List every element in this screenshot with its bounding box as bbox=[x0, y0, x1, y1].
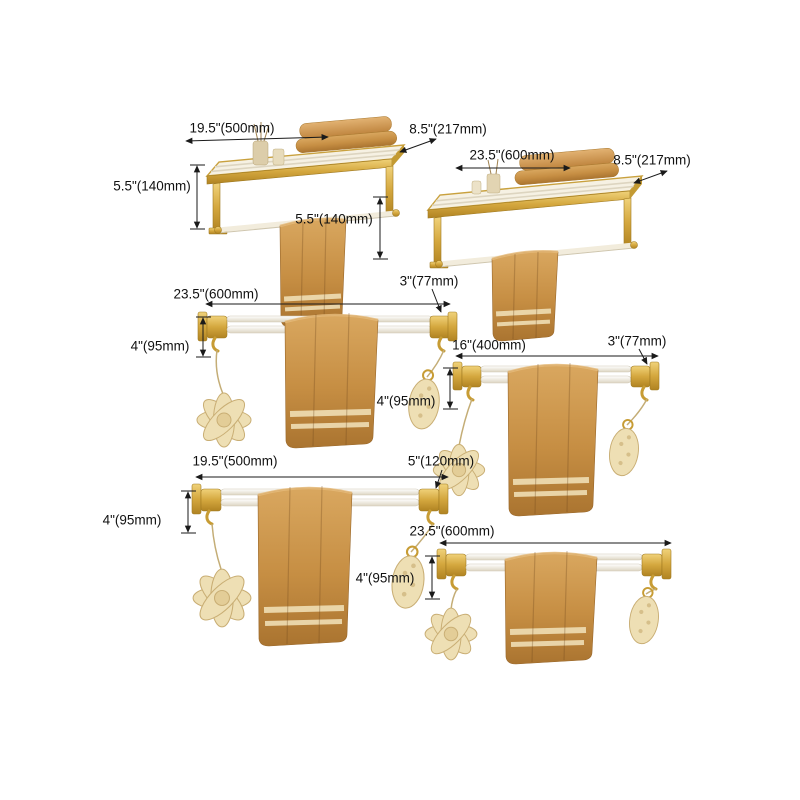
bath-pouf bbox=[196, 392, 252, 448]
right-wall-plate bbox=[661, 548, 672, 580]
left-hook bbox=[211, 336, 220, 353]
towel-bar-unit-400 bbox=[432, 348, 660, 517]
left-wall-plate bbox=[452, 361, 463, 391]
unit3-height-label: 4"(95mm) bbox=[130, 338, 190, 354]
unit5-hook-drop-label: 5"(120mm) bbox=[407, 453, 475, 469]
scrubber bbox=[605, 417, 644, 479]
towel-shelf-unit-500 bbox=[185, 116, 437, 328]
left-bracket bbox=[445, 553, 467, 577]
unit2-dimension-lines bbox=[373, 164, 668, 260]
right-bracket bbox=[418, 488, 440, 512]
bath-pouf bbox=[424, 607, 478, 661]
left-bracket bbox=[461, 365, 482, 388]
folded-towels bbox=[295, 116, 397, 153]
unit1-dimension-lines bbox=[185, 133, 437, 230]
towel-bar-unit-600 bbox=[196, 288, 458, 449]
right-bracket bbox=[641, 553, 663, 577]
unit6-height-label: 4"(95mm) bbox=[355, 570, 415, 586]
left-bracket bbox=[433, 216, 442, 267]
left-hook bbox=[205, 509, 214, 526]
right-hook bbox=[426, 509, 435, 526]
unit1-height-label: 5.5"(140mm) bbox=[113, 178, 191, 194]
hanging-towel bbox=[504, 552, 598, 665]
unit5-width-label: 19.5"(500mm) bbox=[192, 453, 278, 469]
right-wall-plate bbox=[438, 483, 449, 515]
unit2-height-label: 5.5"(140mm) bbox=[295, 211, 373, 227]
unit1-width-label: 19.5"(500mm) bbox=[189, 120, 275, 136]
unit3-width-label: 23.5"(600mm) bbox=[173, 286, 259, 302]
right-hook bbox=[649, 574, 658, 591]
right-bracket bbox=[429, 315, 451, 339]
hanging-towel bbox=[491, 251, 559, 342]
right-wall-plate bbox=[649, 361, 660, 391]
right-bracket bbox=[623, 197, 632, 248]
right-wall-plate bbox=[447, 311, 458, 342]
right-hook bbox=[640, 385, 649, 402]
unit2-width-label: 23.5"(600mm) bbox=[469, 147, 555, 163]
unit6-width-label: 23.5"(600mm) bbox=[409, 523, 495, 539]
left-bracket bbox=[206, 315, 228, 339]
left-hook bbox=[450, 574, 459, 591]
left-hook bbox=[466, 385, 475, 402]
unit5-height-label: 4"(95mm) bbox=[102, 512, 162, 528]
right-bracket bbox=[630, 365, 651, 388]
right-hook bbox=[437, 336, 446, 353]
left-bracket bbox=[200, 488, 222, 512]
unit3-end-depth-label: 3"(77mm) bbox=[399, 273, 459, 289]
unit5-dimension-lines bbox=[181, 469, 449, 534]
left-wall-plate bbox=[436, 548, 447, 580]
cup bbox=[272, 148, 285, 166]
scrubber bbox=[625, 585, 664, 647]
left-bracket bbox=[212, 182, 221, 233]
right-bracket bbox=[385, 165, 394, 216]
towel-bar-unit-500 bbox=[181, 469, 449, 647]
unit2-depth-label: 8.5"(217mm) bbox=[613, 152, 691, 168]
unit4-dimension-lines bbox=[443, 348, 659, 410]
bath-pouf bbox=[192, 568, 252, 628]
unit1-depth-label: 8.5"(217mm) bbox=[409, 121, 487, 137]
unit4-height-label: 4"(95mm) bbox=[376, 393, 436, 409]
towel-bar-unit-600-plain bbox=[424, 539, 672, 665]
left-wall-plate bbox=[191, 483, 202, 515]
towel-shelf-unit-600 bbox=[373, 148, 668, 342]
unit3-dimension-lines bbox=[196, 288, 451, 358]
glass bbox=[471, 180, 482, 195]
toothbrush-cup bbox=[486, 158, 501, 194]
unit4-end-depth-label: 3"(77mm) bbox=[607, 333, 667, 349]
unit6-dimension-lines bbox=[425, 539, 672, 600]
unit4-width-label: 16"(400mm) bbox=[452, 337, 526, 353]
